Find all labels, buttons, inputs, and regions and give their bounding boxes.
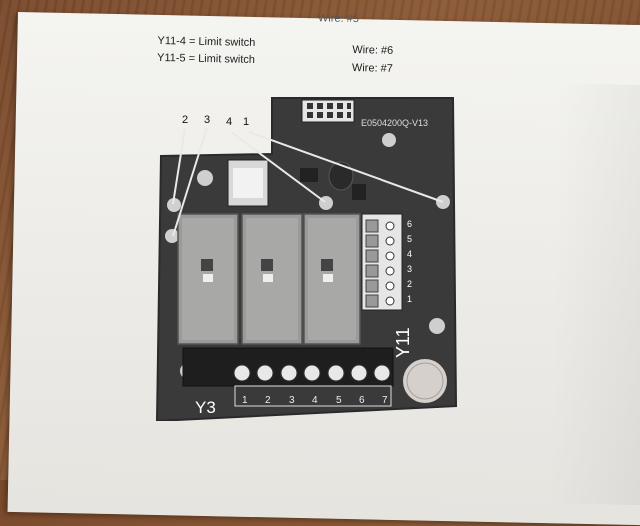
y11-label: Y11 xyxy=(393,327,413,358)
doc-line-2-left: Y11-5 = Limit switch xyxy=(156,51,256,66)
y11-pin-6: 6 xyxy=(407,219,412,229)
y3-pin-5: 5 xyxy=(336,395,342,406)
doc-line-2-right: Wire: #7 xyxy=(351,62,393,75)
relay-2 xyxy=(241,213,303,345)
mounting-hole xyxy=(165,229,179,243)
capacitor xyxy=(328,161,354,191)
terminal-block-y11 xyxy=(361,213,403,311)
y11-pin-2: 2 xyxy=(407,279,412,289)
doc-line-1-left: Y11-4 = Limit switch xyxy=(157,34,256,49)
serial-sticker xyxy=(403,359,447,403)
board-part-number: E0504200Q-V13 xyxy=(361,118,428,128)
callout-4: 4 xyxy=(226,116,233,128)
y3-pin-2: 2 xyxy=(265,395,271,406)
callout-2: 2 xyxy=(182,114,189,126)
mounting-hole xyxy=(382,133,396,147)
callout-3: 3 xyxy=(204,114,211,126)
relay-3 xyxy=(303,213,361,345)
callout-1: 1 xyxy=(243,116,250,128)
pcb-board: E0504200Q-V13 xyxy=(155,97,458,423)
y3-pin-6: 6 xyxy=(359,395,365,406)
y3-pin-4: 4 xyxy=(312,395,318,406)
mounting-hole xyxy=(167,198,181,212)
pcb-photo: E0504200Q-V13 xyxy=(155,96,458,423)
y3-pin-7: 7 xyxy=(382,395,388,406)
smd-chip xyxy=(300,168,318,182)
y11-pin-3: 3 xyxy=(407,264,412,274)
mounting-hole xyxy=(197,170,213,186)
y3-pin-1: 1 xyxy=(242,395,248,406)
y3-pin-3: 3 xyxy=(289,395,295,406)
y11-pin-1: 1 xyxy=(407,294,412,304)
doc-line-1-right: Wire: #6 xyxy=(352,44,394,57)
callout-leaders xyxy=(172,127,444,237)
y3-label: Y3 xyxy=(195,398,216,417)
relay-1 xyxy=(177,213,239,345)
terminal-block-y3 xyxy=(182,347,394,407)
mounting-hole xyxy=(429,318,445,334)
partial-wire-text: Wire: #5 xyxy=(317,12,360,26)
y11-pin-4: 4 xyxy=(407,249,412,259)
y11-pin-5: 5 xyxy=(407,234,412,244)
